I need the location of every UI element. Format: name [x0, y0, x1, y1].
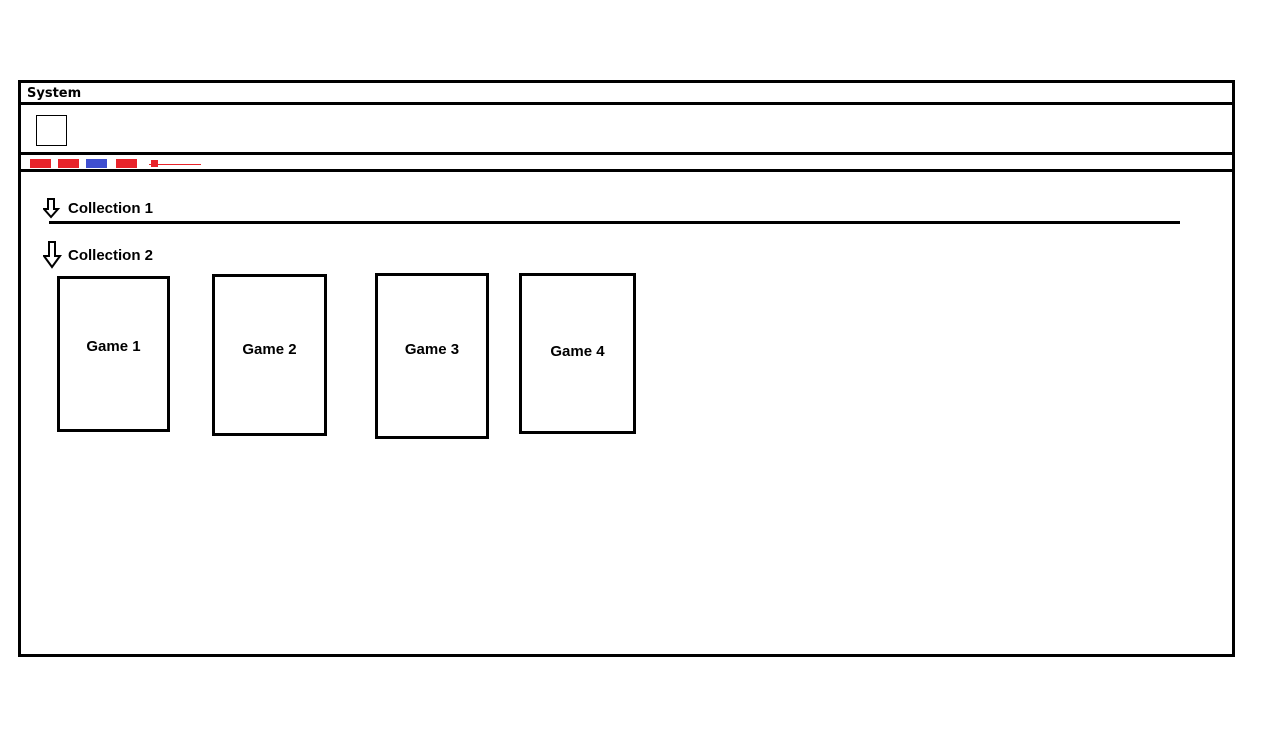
game-card-2[interactable]: Game 2: [212, 274, 327, 436]
title-bar: System: [21, 83, 1232, 105]
collection-divider: [49, 221, 1180, 224]
arrow-down-icon: [43, 241, 62, 269]
game-1-label: Game 1: [86, 338, 141, 355]
tab-1[interactable]: [30, 159, 51, 168]
slider-thumb[interactable]: [151, 160, 158, 167]
tab-2[interactable]: [58, 159, 79, 168]
game-card-1[interactable]: Game 1: [57, 276, 170, 432]
tab-bar: [21, 155, 1232, 172]
slider-track[interactable]: [149, 164, 201, 165]
app-window: System Collection 1 Collection 2 Game 1 …: [18, 80, 1235, 657]
collection-2-label: Collection 2: [68, 247, 154, 264]
collection-1-label: Collection 1: [68, 200, 154, 217]
toolbar-square-button[interactable]: [36, 115, 67, 146]
tab-3[interactable]: [86, 159, 107, 168]
game-3-label: Game 3: [404, 341, 460, 358]
toolbar: [21, 105, 1232, 155]
arrow-down-icon: [43, 198, 61, 219]
tab-4[interactable]: [116, 159, 137, 168]
window-title: System: [27, 86, 82, 101]
game-4-label: Game 4: [550, 343, 605, 360]
game-card-3[interactable]: Game 3: [375, 273, 489, 439]
game-2-label: Game 2: [242, 341, 297, 358]
game-card-4[interactable]: Game 4: [519, 273, 636, 434]
